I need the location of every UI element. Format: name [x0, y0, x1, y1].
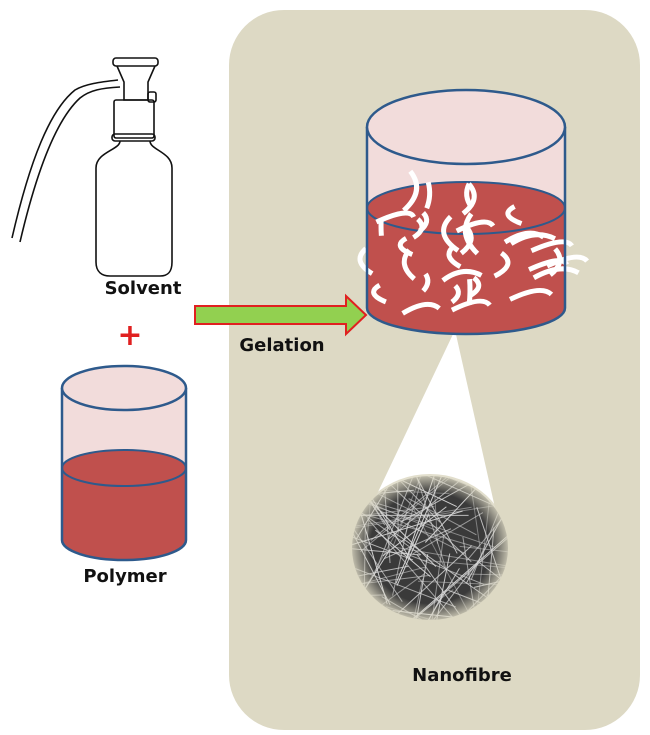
nanofibre-label: Nanofibre: [412, 665, 512, 686]
fibre: [441, 268, 483, 283]
fibre: [450, 284, 461, 305]
fibre: [401, 301, 441, 316]
fibre: [441, 214, 460, 253]
fibre: [371, 283, 387, 305]
fibre: [464, 182, 474, 210]
fibre: [455, 219, 496, 234]
fibre: [546, 254, 590, 269]
polymer-label: Polymer: [83, 566, 167, 587]
solvent-bottle-icon: [11, 57, 173, 277]
polymer-beaker-icon: [60, 364, 188, 562]
fibre: [357, 246, 374, 276]
fibre: [461, 182, 477, 216]
fibre: [421, 272, 431, 293]
fibre: [530, 239, 574, 254]
fibre: [466, 278, 473, 305]
magnification-cone: [360, 330, 500, 530]
fibre: [450, 298, 492, 313]
fibre: [508, 287, 554, 302]
fibre: [459, 225, 474, 256]
plus-sign: +: [117, 318, 143, 353]
gelation-arrow-icon: [194, 293, 368, 337]
gelation-label: Gelation: [239, 335, 325, 356]
fibre: [424, 181, 433, 210]
fibre: [503, 230, 546, 245]
solvent-label: Solvent: [104, 278, 182, 299]
gel-beaker-icon: [357, 88, 590, 336]
fibre: [462, 212, 480, 256]
fibre: [401, 169, 420, 213]
fibre: [505, 204, 523, 226]
gel-fibres: [357, 169, 590, 316]
fibre: [412, 217, 425, 240]
fibre: [397, 236, 414, 257]
fibre: [493, 251, 511, 279]
